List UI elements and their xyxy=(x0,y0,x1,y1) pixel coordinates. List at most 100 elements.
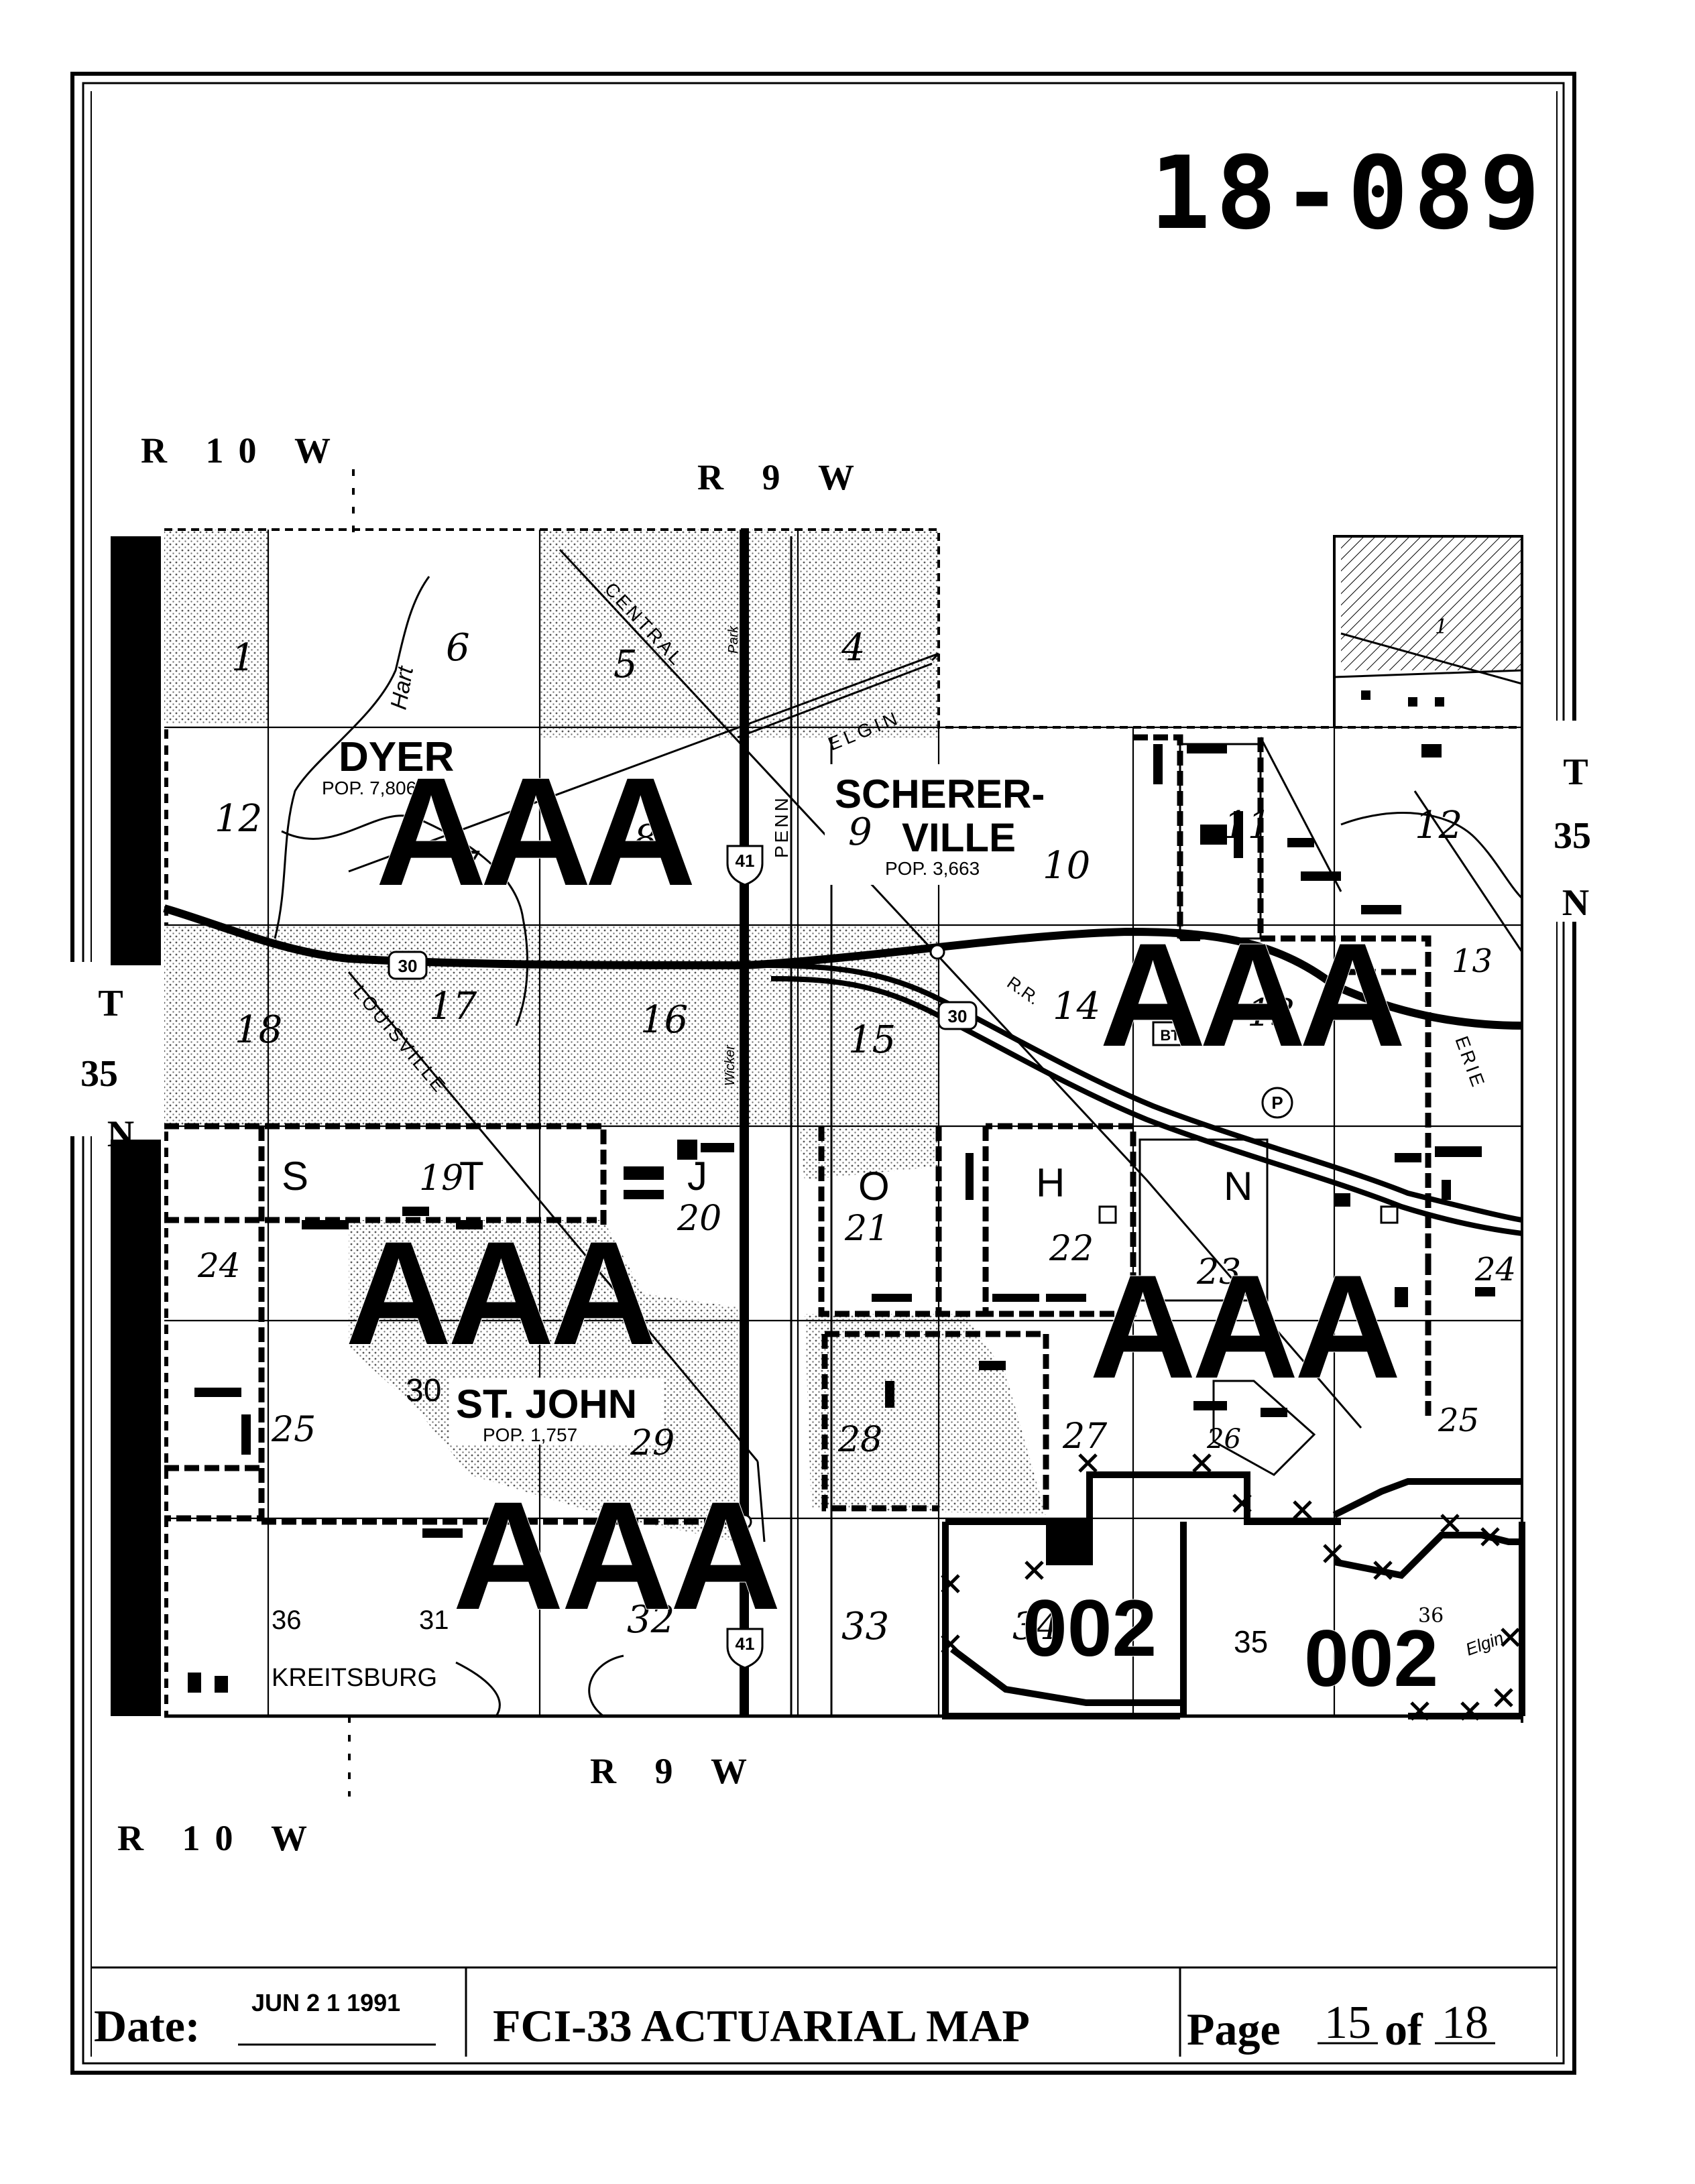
zone-code-aaa-west: AAA xyxy=(345,1211,654,1376)
svg-text:36: 36 xyxy=(272,1605,302,1635)
svg-text:S: S xyxy=(282,1154,308,1199)
township-left-35: 35 xyxy=(80,1053,118,1095)
road-label-penn: PENN xyxy=(771,795,792,858)
left-edge-strip xyxy=(111,536,168,1716)
svg-text:30: 30 xyxy=(398,956,418,976)
svg-text:4: 4 xyxy=(841,626,866,670)
zone-code-002-west: 002 xyxy=(1022,1583,1157,1673)
svg-text:41: 41 xyxy=(736,851,755,871)
zone-code-aaa-east: AAA xyxy=(1090,1244,1398,1409)
footer-page-number: 15 xyxy=(1324,1997,1371,2049)
footer-date-label: Date: xyxy=(94,2000,200,2051)
town-labels: DYER POP. 7,806 SCHERER- VILLE POP. 3,66… xyxy=(272,734,1079,1692)
footer: Date: JUN 2 1 1991 FCI-33 ACTUARIAL MAP … xyxy=(94,1967,1495,2057)
svg-text:41: 41 xyxy=(736,1634,755,1654)
footer-title: FCI-33 ACTUARIAL MAP xyxy=(493,2000,1030,2051)
svg-text:28: 28 xyxy=(837,1420,882,1460)
range-label-top-center: R 9 W xyxy=(697,457,869,497)
route-41-shield-north: 41 xyxy=(726,845,764,886)
svg-text:27: 27 xyxy=(1062,1416,1108,1457)
svg-text:19: 19 xyxy=(419,1158,463,1199)
town-schererville-line2: VILLE xyxy=(902,815,1016,860)
town-schererville: SCHERER- xyxy=(835,772,1045,816)
svg-text:25: 25 xyxy=(271,1410,316,1450)
svg-text:1: 1 xyxy=(231,636,255,680)
svg-text:20: 20 xyxy=(677,1199,721,1239)
town-kreitsburg: KREITSBURG xyxy=(272,1664,437,1692)
range-labels: R 10 W R 9 W R 9 W R 10 W xyxy=(117,430,869,1858)
township-left-t: T xyxy=(98,983,123,1024)
svg-text:7: 7 xyxy=(456,844,480,888)
road-label-park: Park xyxy=(726,625,741,654)
svg-text:15: 15 xyxy=(848,1018,896,1062)
bt-symbol xyxy=(1152,1021,1188,1046)
zone-code-labels: AAA AAA AAA AAA AAA 002 002 xyxy=(345,745,1439,1704)
svg-text:24: 24 xyxy=(1474,1251,1516,1288)
footer-of-label: of xyxy=(1385,2004,1423,2055)
svg-text:29: 29 xyxy=(630,1423,675,1463)
svg-text:N: N xyxy=(1224,1164,1252,1209)
svg-text:30: 30 xyxy=(406,1373,441,1408)
town-schererville-pop: POP. 3,663 xyxy=(885,858,980,879)
footer-date-value: JUN 2 1 1991 xyxy=(251,1989,400,2016)
zone-code-002-east: 002 xyxy=(1304,1614,1438,1703)
svg-text:11: 11 xyxy=(1224,804,1271,847)
svg-text:26: 26 xyxy=(1206,1424,1241,1455)
town-dyer: DYER xyxy=(339,734,454,780)
township-right-35: 35 xyxy=(1554,815,1591,857)
svg-text:14: 14 xyxy=(1053,985,1100,1028)
road-label-hart: Hart xyxy=(386,664,418,711)
footer-page-total: 18 xyxy=(1442,1997,1488,2049)
svg-text:31: 31 xyxy=(419,1605,449,1635)
zone-002-x-marks xyxy=(941,1453,1520,1721)
svg-text:16: 16 xyxy=(640,998,688,1042)
township-right-n: N xyxy=(1562,882,1589,924)
zone-code-aaa-dyer: AAA xyxy=(375,745,693,918)
route-30-shield-east: 30 xyxy=(937,1001,978,1030)
route-41-shield-south: 41 xyxy=(726,1628,764,1669)
route-30-shield-west: 30 xyxy=(388,951,428,980)
buildings xyxy=(188,690,1495,1693)
town-st-john: ST. JOHN xyxy=(456,1382,637,1427)
svg-text:36: 36 xyxy=(1418,1604,1444,1628)
map-symbols: BT P xyxy=(736,944,1293,1530)
svg-text:O: O xyxy=(858,1164,890,1209)
svg-text:1: 1 xyxy=(1435,615,1448,639)
svg-text:9: 9 xyxy=(848,810,872,854)
bt-symbol-label: BT xyxy=(1160,1027,1180,1044)
road-label-wicker: Wicker xyxy=(723,1044,738,1086)
svg-text:12: 12 xyxy=(215,797,262,841)
svg-text:35: 35 xyxy=(1234,1624,1268,1659)
svg-text:5: 5 xyxy=(613,643,638,686)
route-shields: 30 30 41 41 xyxy=(388,845,978,1669)
town-st-john-pop: POP. 1,757 xyxy=(483,1424,577,1445)
svg-text:T: T xyxy=(459,1154,484,1199)
svg-text:10: 10 xyxy=(1043,844,1090,888)
svg-text:30: 30 xyxy=(948,1006,968,1026)
svg-text:H: H xyxy=(1036,1160,1065,1205)
svg-text:25: 25 xyxy=(1438,1402,1479,1439)
svg-text:23: 23 xyxy=(1196,1252,1241,1292)
map-id: 18-089 xyxy=(1150,135,1545,252)
building-outlines xyxy=(1098,743,1399,1476)
township-labels: T 35 N T 35 N xyxy=(67,721,1629,1155)
footer-page-label: Page xyxy=(1187,2004,1281,2055)
p-symbol xyxy=(1261,1087,1293,1119)
svg-text:6: 6 xyxy=(446,626,470,670)
svg-text:32: 32 xyxy=(627,1598,675,1642)
svg-text:18: 18 xyxy=(235,1008,282,1052)
svg-text:34: 34 xyxy=(1012,1605,1060,1648)
svg-text:17: 17 xyxy=(429,985,477,1028)
zone-002-boundary xyxy=(942,1471,1525,1719)
road-label-rr: R.R. xyxy=(1004,972,1044,1008)
range-label-top-left: R 10 W xyxy=(141,430,345,471)
p-symbol-label: P xyxy=(1271,1093,1283,1113)
svg-text:13: 13 xyxy=(1247,991,1295,1035)
township-right-t: T xyxy=(1563,751,1588,793)
svg-text:22: 22 xyxy=(1049,1229,1094,1269)
range-label-bottom-center: R 9 W xyxy=(590,1751,762,1791)
road-label-elgin-east: Elgin xyxy=(1463,1628,1507,1660)
range-label-bottom-left: R 10 W xyxy=(117,1818,322,1858)
road-label-erie: ERIE xyxy=(1451,1033,1489,1091)
